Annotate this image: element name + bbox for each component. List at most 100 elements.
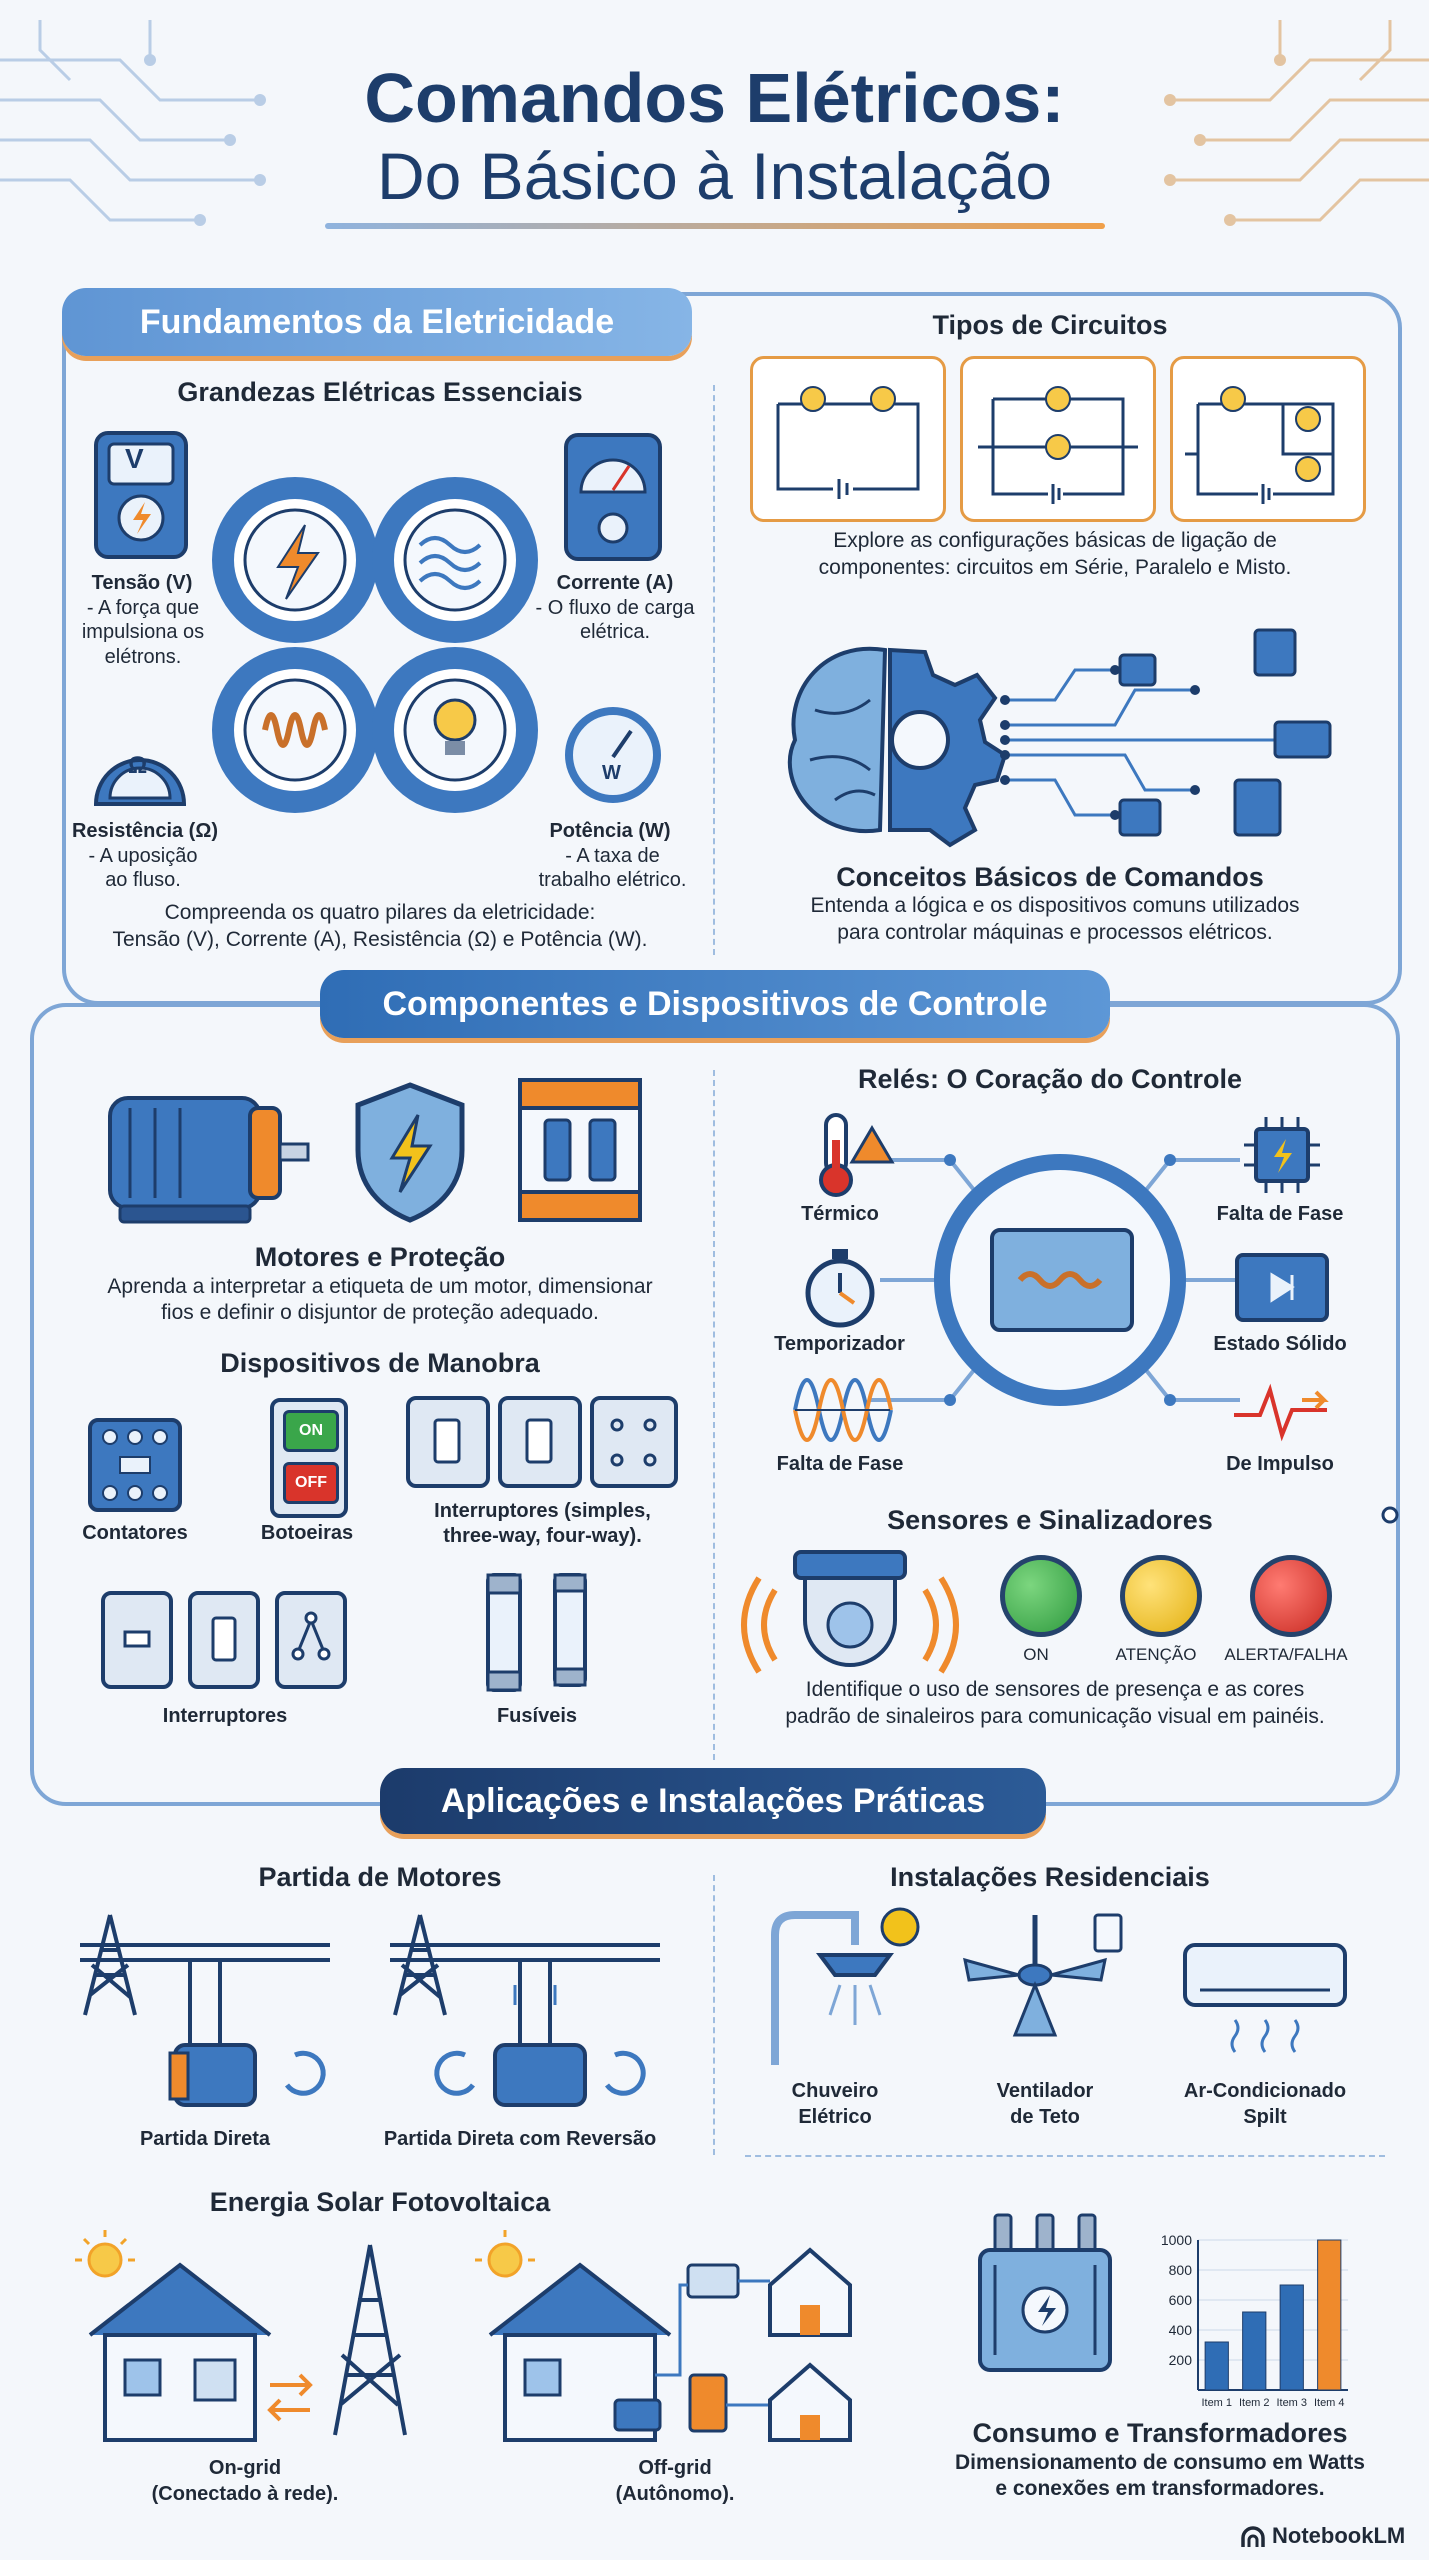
sensores-desc-line2: padrão de sinaleiros para comunicação vi… — [785, 1705, 1325, 1728]
offgrid-line2: (Autônomo). — [615, 2483, 735, 2505]
tensao-title: Tensão (V) — [91, 572, 193, 594]
chart-bar — [1242, 2311, 1267, 2391]
consumo-desc-line2: e conexões em transformadores. — [995, 2477, 1325, 2500]
offgrid-house-icon — [475, 2230, 852, 2442]
circuit-decoration-left — [0, 20, 266, 226]
potencia-title: Potência (W) — [549, 820, 671, 842]
signal-light-green — [1000, 1555, 1082, 1637]
direct-start-icon — [80, 1914, 330, 2107]
air-conditioner-icon — [1183, 1943, 1347, 2053]
signal-on-label: ON — [1023, 1645, 1049, 1664]
contatores-label: Contatores — [82, 1522, 188, 1544]
chart-ytick-label: 400 — [1169, 2322, 1193, 2338]
rele-temporizador-label: Temporizador — [774, 1333, 905, 1355]
rele-falta-fase-left-label: Falta de Fase — [776, 1453, 904, 1475]
circuitos-desc-line2: componentes: circuitos em Série, Paralel… — [818, 556, 1292, 579]
rele-termico-label: Térmico — [801, 1203, 879, 1225]
voltmeter-icon — [94, 431, 188, 559]
sine-wave-icon — [793, 1378, 893, 1442]
comandos-desc-line1: Entenda a lógica e os dispositivos comun… — [810, 894, 1300, 917]
circuit-paralelo-box — [960, 356, 1156, 522]
signal-light-yellow — [1120, 1555, 1202, 1637]
parallel-circuit-icon — [978, 386, 1138, 504]
rele-impulso-label: De Impulso — [1226, 1453, 1334, 1475]
four-pillars-icon — [212, 477, 538, 813]
page-subtitle: Do Básico à Instalação — [376, 139, 1053, 213]
presence-sensor-icon — [741, 1550, 959, 1674]
offgrid-line1: Off-grid — [638, 2457, 712, 2479]
interruptores-tipos-line2: three-way, four-way). — [443, 1525, 642, 1547]
circuit-decoration-right — [1164, 20, 1429, 226]
fuses-icon — [486, 1573, 587, 1692]
circuitos-desc-line1: Explore as configurações básicas de liga… — [833, 529, 1277, 552]
chart-ytick-label: 200 — [1169, 2352, 1193, 2368]
motores-desc-line2: fios e definir o disjuntor de proteção a… — [161, 1301, 599, 1324]
shield-icon — [355, 1082, 465, 1223]
ongrid-line2: (Conectado à rede). — [151, 2483, 339, 2505]
reles-heading: Relés: O Coração do Controle — [857, 1064, 1243, 1094]
partida-reversao-label: Partida Direta com Reversão — [383, 2128, 657, 2150]
section2-connector — [1381, 1506, 1399, 1524]
corrente-title: Corrente (A) — [556, 572, 674, 594]
consumo-heading: Consumo e Transformadores — [972, 2418, 1348, 2448]
off-button[interactable]: OFF — [283, 1462, 339, 1504]
chart-xtick-label: Item 3 — [1276, 2397, 1307, 2409]
thermometer-icon — [819, 1113, 895, 1197]
chart-ytick-label: 1000 — [1161, 2232, 1192, 2248]
on-button[interactable]: ON — [283, 1410, 339, 1452]
circuit-breaker-icon — [518, 1078, 642, 1222]
chart-xtick-label: Item 1 — [1201, 2397, 1232, 2409]
solar-heading: Energia Solar Fotovoltaica — [209, 2187, 551, 2217]
relay-hub-icon — [870, 1154, 1240, 1406]
transformer-icon — [978, 2213, 1112, 2372]
section-componentes-banner: Componentes e Dispositivos de Controle — [320, 970, 1110, 1038]
ohmmeter-symbol: Ω — [128, 752, 148, 779]
footer-brand: NotebookLM — [1272, 2523, 1406, 2548]
motores-desc-line1: Aprenda a interpretar a etiqueta de um m… — [107, 1275, 653, 1298]
ongrid-line1: On-grid — [208, 2457, 282, 2479]
circuitos-heading: Tipos de Circuitos — [932, 310, 1168, 340]
motor-icon — [108, 1096, 310, 1224]
comandos-heading: Conceitos Básicos de Comandos — [836, 862, 1264, 892]
ar-line2: Spilt — [1243, 2106, 1287, 2128]
ohmmeter-icon — [93, 758, 187, 806]
fusiveis-label: Fusíveis — [496, 1705, 578, 1727]
comandos-desc-line2: para controlar máquinas e processos elét… — [837, 921, 1273, 944]
wattmeter-icon — [565, 707, 661, 803]
ongrid-house-icon — [75, 2230, 407, 2442]
section-componentes-title: Componentes e Dispositivos de Controle — [382, 984, 1048, 1023]
chart-ytick-label: 800 — [1169, 2262, 1193, 2278]
ar-line1: Ar-Condicionado — [1183, 2080, 1347, 2102]
solid-state-icon — [1235, 1253, 1329, 1322]
section-fundamentos-title: Fundamentos da Eletricidade — [139, 302, 615, 341]
brain-gear-icon — [788, 628, 1332, 848]
rele-falta-fase-right-label: Falta de Fase — [1216, 1203, 1344, 1225]
manobra-heading: Dispositivos de Manobra — [220, 1348, 540, 1378]
rele-estado-solido-label: Estado Sólido — [1213, 1333, 1347, 1355]
resistencia-desc: - A uposição ao fluso. — [88, 845, 198, 892]
stopwatch-icon — [805, 1249, 875, 1328]
resistencia-title: Resistência (Ω) — [71, 820, 219, 842]
ventilador-line2: de Teto — [1010, 2106, 1080, 2128]
section-fundamentos-banner: Fundamentos da Eletricidade — [62, 288, 692, 356]
chuveiro-line1: Chuveiro — [791, 2080, 879, 2102]
impulse-icon — [1234, 1383, 1329, 1442]
partida-direta-label: Partida Direta — [139, 2128, 271, 2150]
chuveiro-line2: Elétrico — [798, 2106, 872, 2128]
title-underline — [325, 223, 1105, 229]
signal-light-red — [1250, 1555, 1332, 1637]
grandezas-summary-line2: Tensão (V), Corrente (A), Resistência (Ω… — [112, 928, 648, 951]
signal-alerta-label: ALERTA/FALHA — [1224, 1645, 1348, 1664]
tensao-desc: - A força que impulsiona os elétrons. — [81, 597, 205, 668]
botoeiras-label: Botoeiras — [260, 1522, 354, 1544]
chart-xtick-label: Item 2 — [1239, 2397, 1270, 2409]
chart-bar — [1279, 2284, 1304, 2391]
circuit-misto-box — [1170, 356, 1366, 522]
corrente-desc: - O fluxo de carga elétrica. — [535, 597, 695, 644]
chart-bar — [1204, 2341, 1229, 2391]
section-aplicacoes-title: Aplicações e Instalações Práticas — [440, 1781, 986, 1820]
sensores-heading: Sensores e Sinalizadores — [887, 1505, 1213, 1535]
ammeter-icon — [564, 433, 662, 561]
wattmeter-symbol: W — [602, 762, 621, 784]
